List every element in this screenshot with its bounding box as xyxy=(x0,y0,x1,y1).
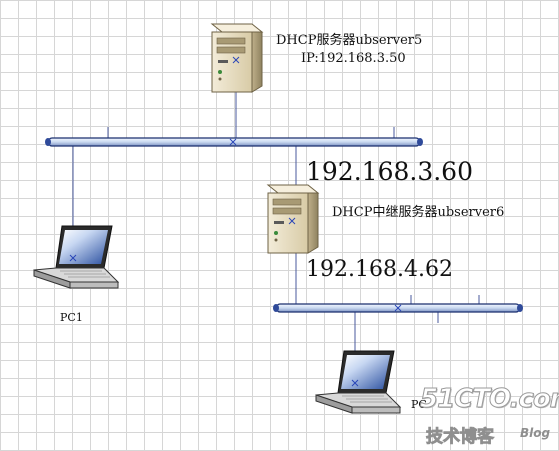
pc2-label: PC xyxy=(411,398,427,411)
watermark-blog: Blog xyxy=(520,426,551,440)
watermark-subtitle: 技术博客 xyxy=(426,427,495,448)
relay-lower-ip: 192.168.4.62 xyxy=(306,257,453,282)
relay-server-name: DHCP中继服务器ubserver6 xyxy=(332,205,505,220)
dhcp-server-ip: IP:192.168.3.50 xyxy=(301,51,406,66)
lower-ethernet-bus-icon xyxy=(273,303,523,313)
dhcp-server-name: DHCP服务器ubserver5 xyxy=(276,33,423,48)
pc1-laptop-icon xyxy=(33,225,120,289)
relay-upper-ip: 192.168.3.60 xyxy=(306,157,473,186)
site-watermark: 51CTO.com 技术博客 Blog xyxy=(420,384,559,448)
relay-server-icon xyxy=(266,184,320,254)
watermark-logo: 51CTO.com xyxy=(420,384,559,415)
upper-ethernet-bus-icon xyxy=(45,137,423,147)
dhcp-server-icon xyxy=(210,23,264,93)
pc1-label: PC1 xyxy=(60,311,83,324)
pc2-laptop-icon xyxy=(315,350,402,414)
